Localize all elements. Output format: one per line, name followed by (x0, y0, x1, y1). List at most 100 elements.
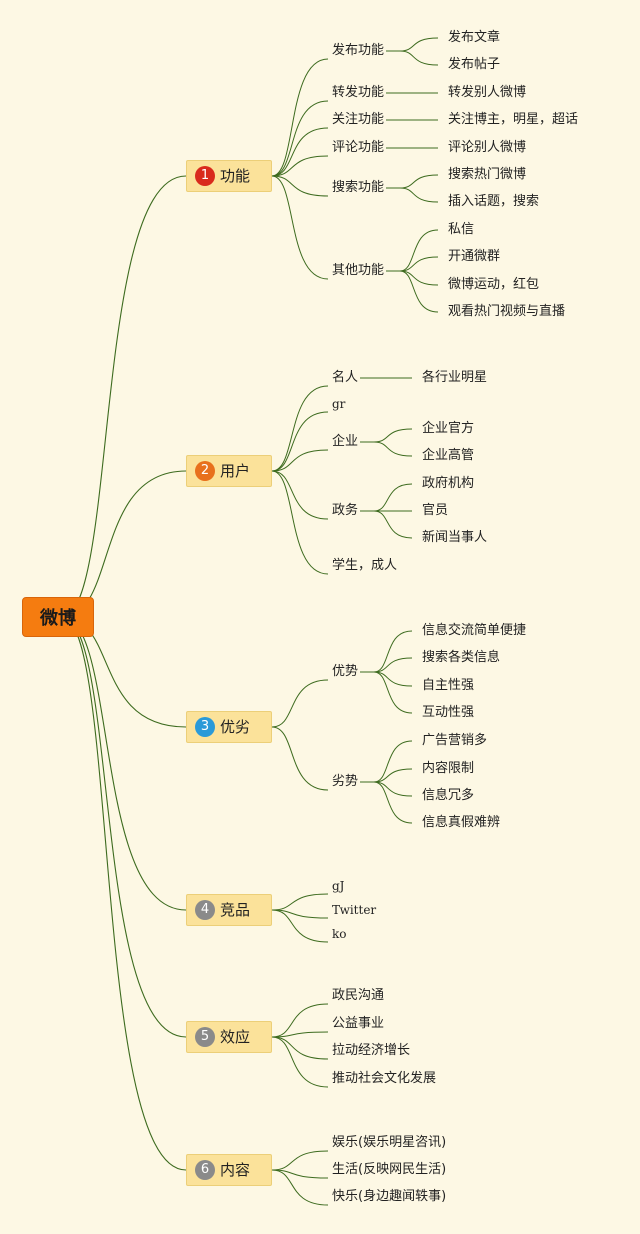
subnode-6-2[interactable]: 生活(反映网民生活) (332, 1162, 447, 1177)
leaf-node-3-2-1[interactable]: 广告营销多 (422, 733, 488, 748)
link-leaf-3-1-2 (373, 657, 413, 673)
link-category-4-sub-3 (271, 909, 329, 943)
link-category-4-sub-2 (271, 909, 329, 919)
leaf-node-1-2-1[interactable]: 转发别人微博 (448, 85, 527, 100)
link-category-1-sub-1 (271, 58, 329, 177)
leaf-node-2-3-2[interactable]: 企业高管 (422, 448, 475, 463)
category-node-4[interactable]: 4 竞品 (186, 894, 272, 926)
link-leaf-1-6-4 (399, 270, 439, 313)
root-node[interactable]: 微博 (22, 597, 94, 637)
number-badge-icon: 6 (195, 1160, 215, 1180)
subnode-3-1[interactable]: 优势 (332, 664, 359, 679)
link-category-1-sub-3 (271, 127, 329, 177)
category-node-2[interactable]: 2 用户 (186, 455, 272, 487)
link-category-4-sub-1 (271, 893, 329, 911)
leaf-node-1-5-2[interactable]: 插入话题，搜索 (448, 194, 540, 209)
link-category-2-sub-3 (271, 449, 329, 472)
category-node-6[interactable]: 6 内容 (186, 1154, 272, 1186)
link-leaf-1-6-1 (399, 229, 439, 272)
leaf-node-3-1-1[interactable]: 信息交流简单便捷 (422, 623, 527, 638)
link-leaf-2-3-2 (373, 441, 413, 457)
number-badge-icon: 4 (195, 900, 215, 920)
subnode-2-1[interactable]: 名人 (332, 370, 359, 385)
subnode-2-3[interactable]: 企业 (332, 434, 359, 449)
number-badge-icon: 3 (195, 717, 215, 737)
number-badge-icon: 1 (195, 166, 215, 186)
link-category-1-sub-5 (271, 175, 329, 197)
subnode-5-2[interactable]: 公益事业 (332, 1016, 385, 1031)
leaf-node-2-3-1[interactable]: 企业官方 (422, 421, 475, 436)
link-category-6-sub-3 (271, 1169, 329, 1206)
leaf-node-1-3-1[interactable]: 关注博主，明星，超话 (448, 112, 579, 127)
leaf-node-3-2-2[interactable]: 内容限制 (422, 761, 475, 776)
leaf-node-2-1-1[interactable]: 各行业明星 (422, 370, 488, 385)
leaf-node-1-6-1[interactable]: 私信 (448, 222, 475, 237)
leaf-node-3-2-3[interactable]: 信息冗多 (422, 788, 475, 803)
subnode-4-1[interactable]: gJ (332, 879, 345, 893)
category-node-1[interactable]: 1 功能 (186, 160, 272, 192)
category-label: 竞品 (220, 901, 251, 919)
number-badge-icon: 2 (195, 461, 215, 481)
link-category-1-sub-6 (271, 175, 329, 280)
leaf-node-2-4-2[interactable]: 官员 (422, 503, 449, 518)
category-label: 功能 (220, 167, 251, 185)
subnode-3-2[interactable]: 劣势 (332, 774, 359, 789)
subnode-6-3[interactable]: 快乐(身边趣闻轶事) (332, 1189, 447, 1204)
subnode-5-4[interactable]: 推动社会文化发展 (332, 1071, 437, 1086)
leaf-node-3-1-3[interactable]: 自主性强 (422, 678, 475, 693)
link-category-2-sub-5 (271, 470, 329, 575)
link-leaf-1-1-2 (399, 50, 439, 66)
subnode-2-2[interactable]: gr (332, 397, 346, 411)
category-label: 内容 (220, 1161, 251, 1179)
link-category-6-sub-2 (271, 1169, 329, 1179)
leaf-node-1-6-4[interactable]: 观看热门视频与直播 (448, 304, 566, 319)
link-root-category-1 (61, 175, 187, 618)
subnode-1-3[interactable]: 关注功能 (332, 112, 385, 127)
link-leaf-2-4-1 (373, 483, 413, 512)
number-badge-icon: 5 (195, 1027, 215, 1047)
subnode-1-1[interactable]: 发布功能 (332, 43, 385, 58)
subnode-1-4[interactable]: 评论功能 (332, 140, 385, 155)
subnode-1-6[interactable]: 其他功能 (332, 263, 385, 278)
subnode-4-2[interactable]: Twitter (332, 903, 377, 917)
link-category-1-sub-4 (271, 155, 329, 177)
link-leaf-3-2-4 (373, 781, 413, 824)
link-leaf-2-3-1 (373, 428, 413, 443)
leaf-node-1-4-1[interactable]: 评论别人微博 (448, 140, 527, 155)
leaf-node-1-6-3[interactable]: 微博运动，红包 (448, 277, 540, 292)
link-category-5-sub-4 (271, 1036, 329, 1088)
leaf-node-1-1-1[interactable]: 发布文章 (448, 30, 501, 45)
subnode-1-2[interactable]: 转发功能 (332, 85, 385, 100)
category-label: 用户 (220, 462, 251, 480)
leaf-node-1-1-2[interactable]: 发布帖子 (448, 57, 501, 72)
leaf-node-3-1-2[interactable]: 搜索各类信息 (422, 650, 501, 665)
link-leaf-3-1-1 (373, 630, 413, 673)
subnode-4-3[interactable]: ko (332, 927, 347, 941)
leaf-node-3-2-4[interactable]: 信息真假难辨 (422, 815, 501, 830)
subnode-1-5[interactable]: 搜索功能 (332, 180, 385, 195)
link-category-1-sub-2 (271, 100, 329, 177)
link-category-6-sub-1 (271, 1150, 329, 1171)
link-root-category-4 (61, 616, 187, 911)
leaf-node-1-6-2[interactable]: 开通微群 (448, 249, 501, 264)
leaf-node-3-1-4[interactable]: 互动性强 (422, 705, 475, 720)
leaf-node-2-4-1[interactable]: 政府机构 (422, 476, 475, 491)
subnode-5-1[interactable]: 政民沟通 (332, 988, 385, 1003)
subnode-6-1[interactable]: 娱乐(娱乐明星咨讯) (332, 1135, 447, 1150)
link-category-3-sub-2 (271, 726, 329, 791)
leaf-node-1-5-1[interactable]: 搜索热门微博 (448, 167, 527, 182)
subnode-2-4[interactable]: 政务 (332, 503, 359, 518)
link-leaf-1-1-1 (399, 37, 439, 52)
subnode-2-5[interactable]: 学生，成人 (332, 558, 398, 573)
subnode-5-3[interactable]: 拉动经济增长 (332, 1043, 411, 1058)
link-category-5-sub-1 (271, 1003, 329, 1038)
link-leaf-1-5-1 (399, 174, 439, 189)
link-root-category-5 (61, 616, 187, 1038)
link-category-2-sub-1 (271, 385, 329, 472)
link-category-5-sub-2 (271, 1031, 329, 1038)
leaf-node-2-4-3[interactable]: 新闻当事人 (422, 530, 488, 545)
link-category-2-sub-2 (271, 411, 329, 472)
